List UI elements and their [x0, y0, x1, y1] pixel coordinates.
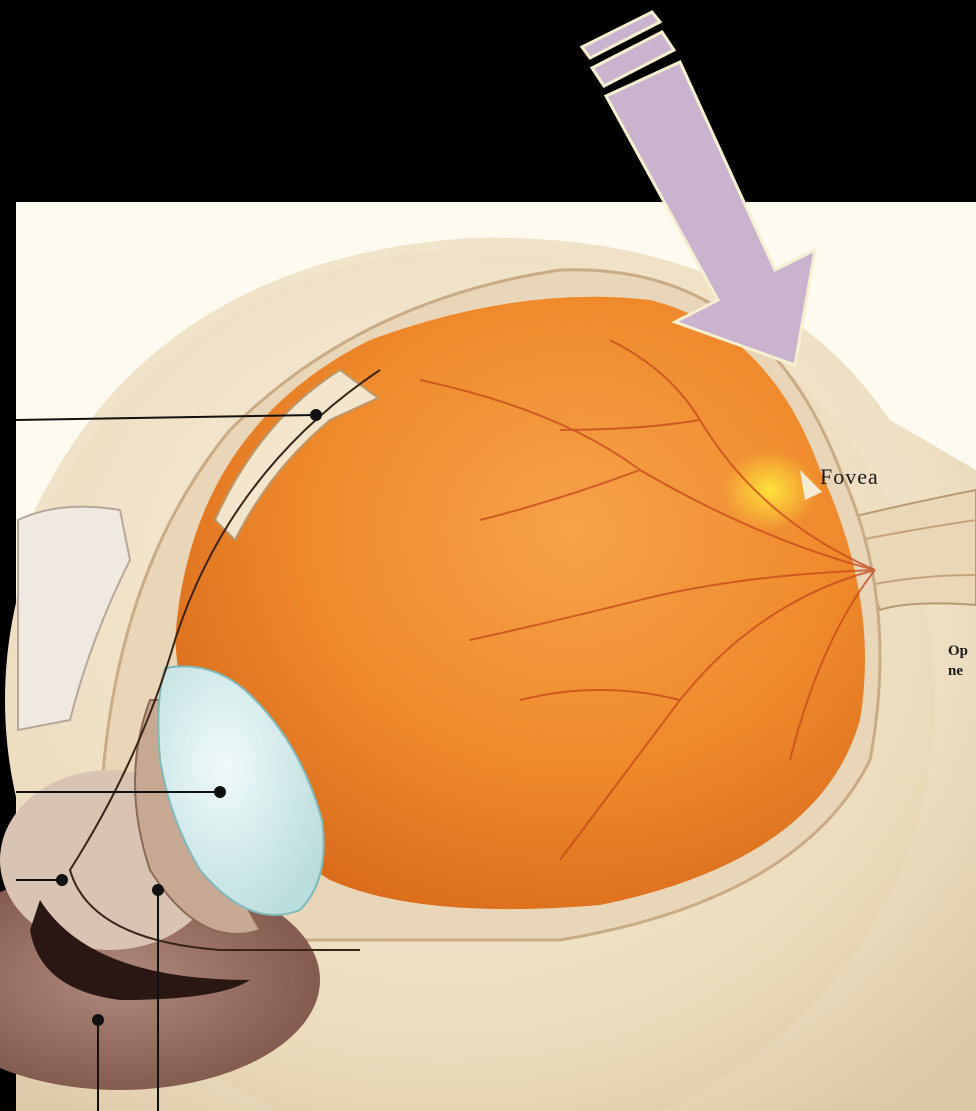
- optic-nerve-label-line2: ne: [948, 663, 963, 679]
- leader-dot-4: [153, 885, 163, 895]
- leader-dot-3: [57, 875, 67, 885]
- optic-nerve-label-line1: Op: [948, 643, 968, 659]
- leader-dot-1: [311, 410, 321, 420]
- leader-dot-2: [215, 787, 225, 797]
- fovea-label: Fovea: [820, 464, 879, 489]
- leader-dot-5: [93, 1015, 103, 1025]
